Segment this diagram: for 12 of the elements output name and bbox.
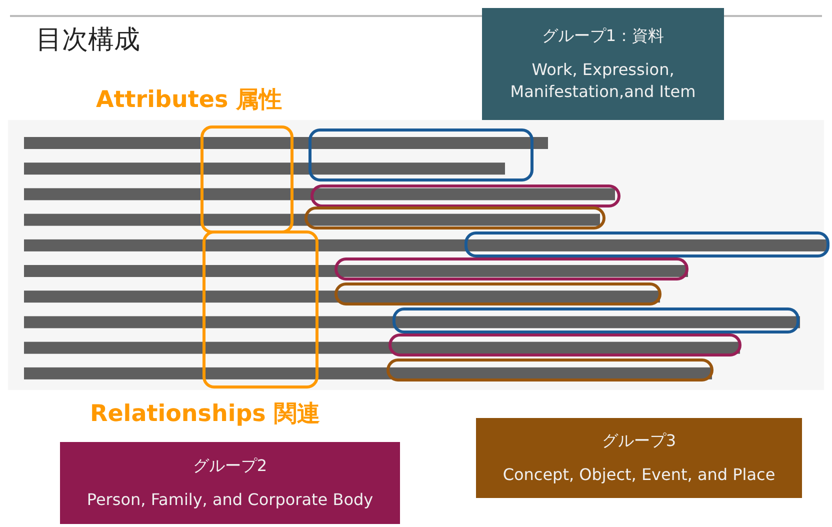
section-label: Attributes 属性: [96, 86, 282, 115]
title: 目次構成: [36, 24, 140, 57]
group-heading: グループ1：資料: [542, 26, 664, 47]
group-heading: グループ2: [192, 456, 268, 477]
group-heading: グループ3: [602, 430, 676, 452]
group-description: Person, Family, and Corporate Body: [86, 488, 374, 510]
group-box: [60, 442, 400, 524]
section-label: Relationships 関連: [90, 400, 320, 429]
group-box: [476, 418, 802, 498]
group-description: Concept, Object, Event, and Place: [502, 464, 776, 486]
group-box: [482, 8, 724, 120]
group-description: Work, Expression, Manifestation,and Item: [509, 58, 697, 102]
